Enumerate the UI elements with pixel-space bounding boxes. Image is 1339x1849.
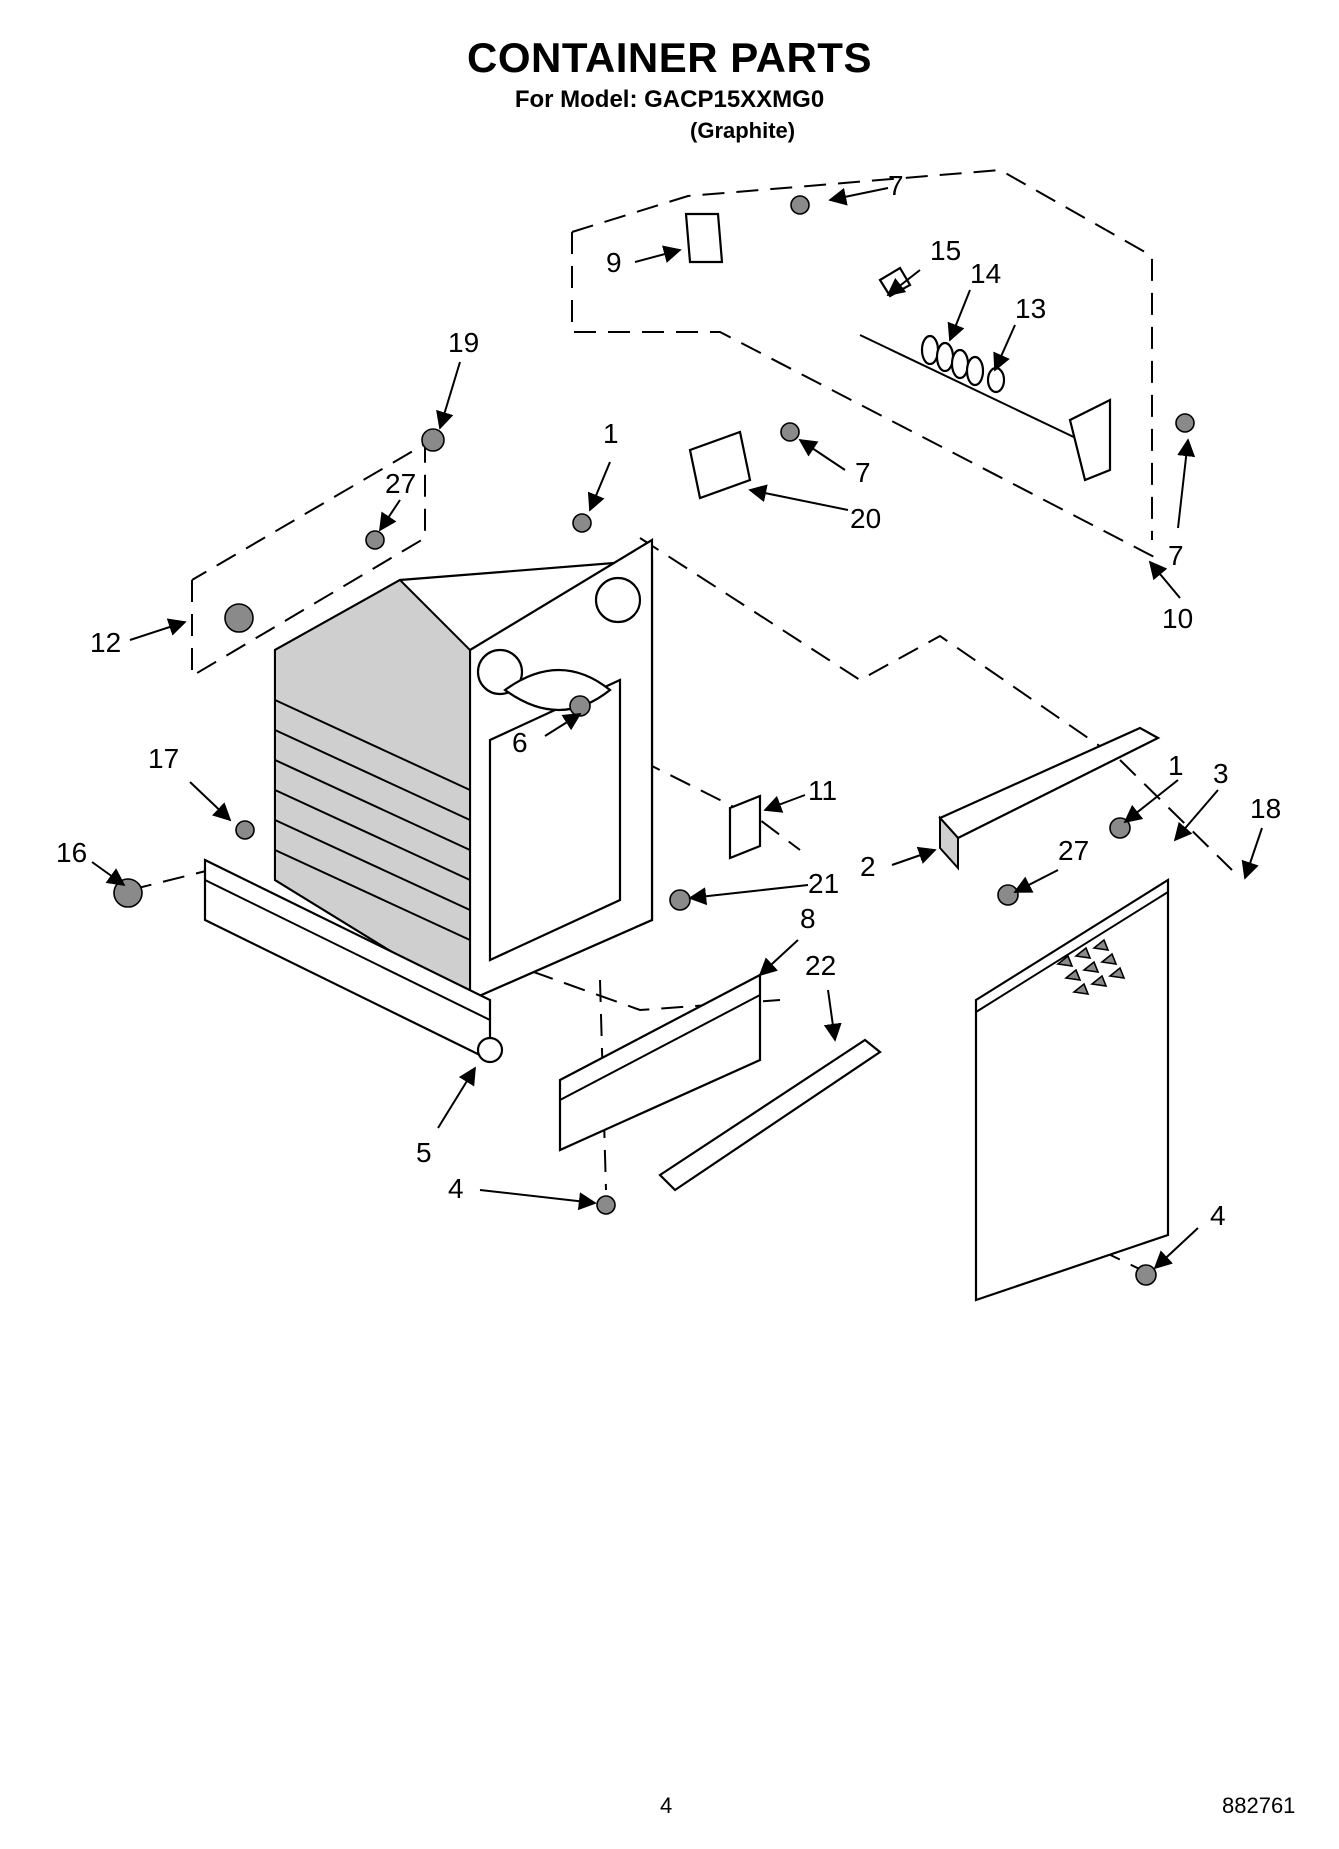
callout-label: 5: [416, 1137, 432, 1168]
callout-label: 17: [148, 743, 179, 774]
callout-label: 15: [930, 235, 961, 266]
callout-label: 7: [888, 170, 904, 201]
door-vent-pattern: [1056, 938, 1126, 995]
callout-label: 2: [860, 851, 876, 882]
callout-label: 1: [603, 418, 619, 449]
small-hardware: [113, 195, 1195, 1286]
callout-label: 27: [1058, 835, 1089, 866]
base-rail: [203, 858, 504, 1064]
callout-label: 22: [805, 950, 836, 981]
callout-label: 3: [1213, 758, 1229, 789]
model-line: For Model: GACP15XXMG0: [514, 86, 825, 113]
drawer-handle: [658, 1038, 882, 1192]
callout-label: 4: [1210, 1200, 1226, 1231]
page-number: 4: [660, 1793, 673, 1818]
callout-label: 13: [1015, 293, 1046, 324]
callout-label: 20: [850, 503, 881, 534]
spring-coils: [920, 334, 985, 387]
callout-label: 7: [1168, 540, 1184, 571]
callout-label: 7: [855, 457, 871, 488]
leader-lines: [91, 187, 1263, 1270]
callout-label: 10: [1162, 603, 1193, 634]
callout-label: 6: [512, 727, 528, 758]
callout-label: 18: [1250, 793, 1281, 824]
callout-label: 8: [800, 903, 816, 934]
page-title: CONTAINER PARTS: [467, 34, 872, 81]
model-variant: (Graphite): [690, 118, 796, 143]
callout-label: 9: [606, 247, 622, 278]
callout-labels: 7 9 15 14 13 19 1 27 7 20 12 7 10 6 11 1…: [56, 170, 1281, 1231]
drawer-frame: [558, 973, 762, 1152]
callout-label: 14: [970, 258, 1001, 289]
trim-bar: [938, 726, 1161, 871]
callout-label: 19: [448, 327, 479, 358]
hinge-rod-assembly: [684, 212, 1112, 482]
document-number: 882761: [1222, 1793, 1296, 1818]
callout-label: 11: [808, 775, 837, 806]
callout-label: 4: [448, 1173, 464, 1204]
cabinet-body: [273, 538, 654, 1002]
callout-label: 16: [56, 837, 87, 868]
callout-label: 1: [1168, 750, 1184, 781]
callout-label: 12: [90, 627, 121, 658]
callout-label: 27: [385, 468, 416, 499]
door-panel: [974, 878, 1170, 1302]
callout-label: 21: [808, 868, 839, 899]
